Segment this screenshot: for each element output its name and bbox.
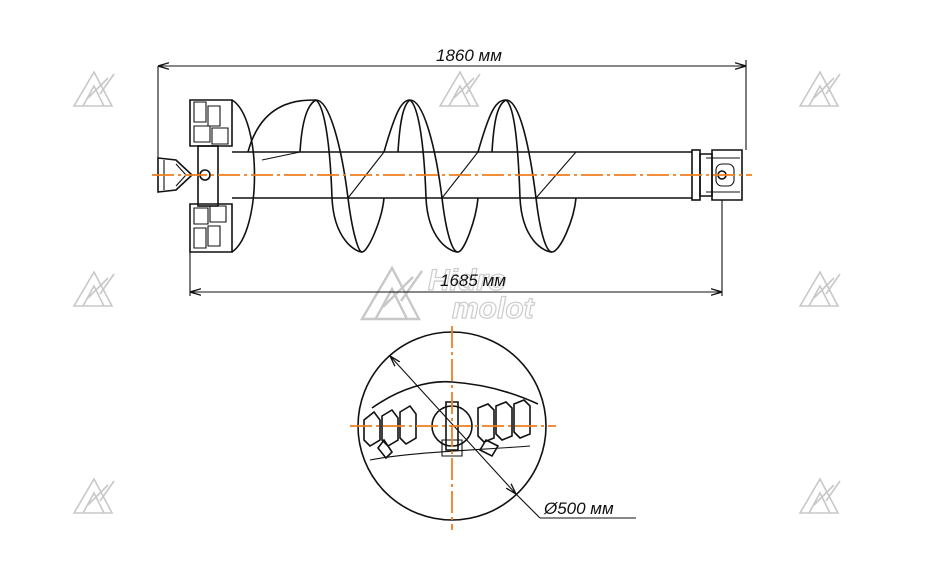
- watermark-brand-line2: molot: [452, 292, 536, 325]
- watermark-logo-icon: [799, 271, 841, 307]
- auger-flights: [247, 99, 577, 253]
- dimension-overall-length: 1860 мм: [157, 46, 747, 158]
- watermark-logo-icon: [439, 71, 481, 107]
- watermark-logo-icon: [799, 71, 841, 107]
- watermark-logo-large-icon: [360, 266, 424, 321]
- overall-length-label: 1860 мм: [436, 46, 502, 65]
- watermark-logo-icon: [73, 478, 115, 514]
- auger-side-view: [157, 99, 743, 253]
- diameter-label: Ø500 мм: [543, 499, 614, 518]
- watermark-logo-icon: [73, 71, 115, 107]
- watermark-logo-icon: [799, 478, 841, 514]
- flight-length-label: 1685 мм: [440, 271, 506, 290]
- watermark-logo-icon: [73, 271, 115, 307]
- dimension-flight-length: 1685 мм: [189, 200, 723, 296]
